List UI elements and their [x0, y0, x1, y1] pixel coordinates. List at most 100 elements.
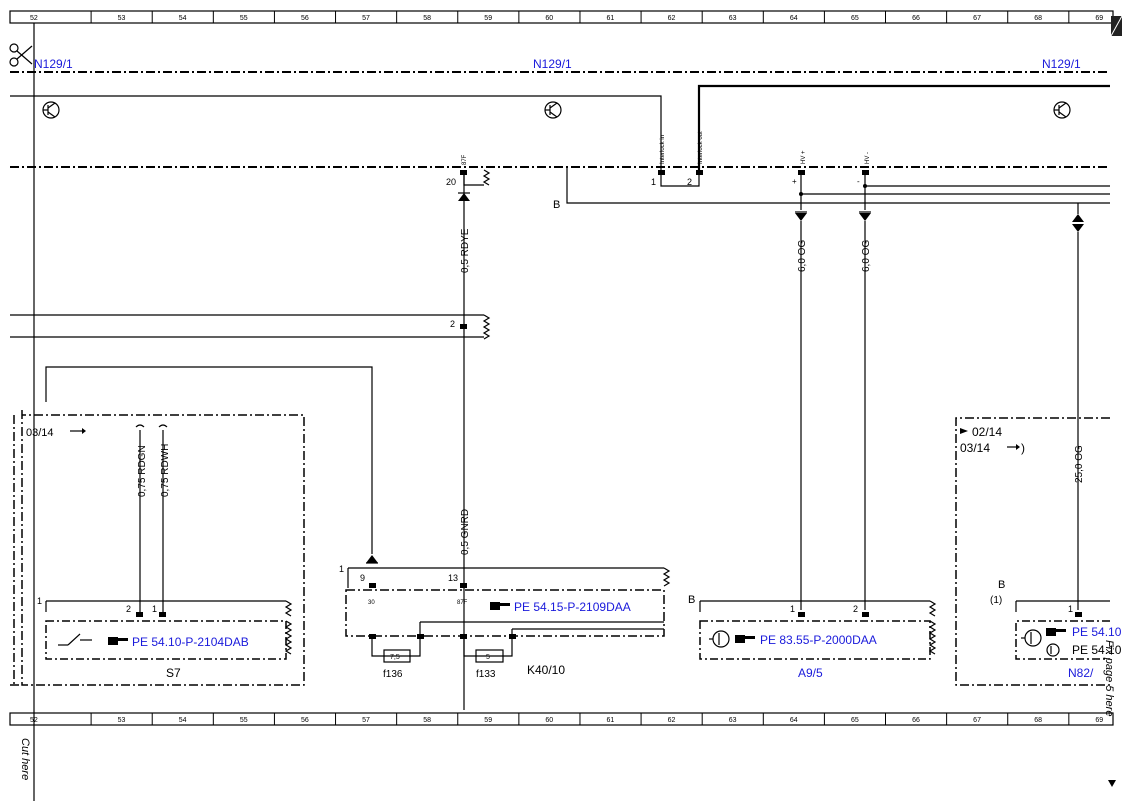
- a95-pin-1: 1: [790, 604, 795, 614]
- transistor-icon: [544, 101, 562, 119]
- resistor-symbol: [482, 169, 491, 186]
- ruler-label: 62: [668, 15, 676, 22]
- pin-2-label: 2: [687, 177, 692, 187]
- k4010-pin-1: 1: [339, 564, 344, 574]
- wire-label-gnrd: 0,5 GNRD: [460, 509, 471, 555]
- minus-mark: -: [857, 177, 860, 186]
- pointing-hand-icon: [108, 637, 128, 645]
- ruler-label: 54: [179, 717, 187, 724]
- pointing-hand-icon: [735, 635, 755, 643]
- n82-ref-b: 03/14: [960, 441, 990, 455]
- ruler-label: 64: [790, 717, 798, 724]
- ruler-label: 67: [973, 15, 981, 22]
- ruler-label: 60: [545, 717, 553, 724]
- fix-page-text: Fix page 5 here: [1103, 640, 1115, 716]
- n82-pin-1: 1: [1068, 604, 1073, 614]
- s7-pin-1b: 1: [152, 604, 157, 614]
- n82-b-label: B: [998, 579, 1005, 591]
- pointing-hand-icon: [490, 602, 510, 610]
- pin-2-mid-label: 2: [450, 319, 455, 329]
- connector-triangle-down: [795, 211, 807, 221]
- connector-pin-87f: 87F: [460, 154, 468, 175]
- n82-ref-b-suffix: ): [1021, 441, 1025, 455]
- wire-label-rdgn: 0,75 RDGN: [137, 445, 148, 497]
- module-label-left: N129/1: [34, 57, 73, 71]
- wire-label-rdye: 0,5 RDYE: [460, 228, 471, 273]
- ruler-label: 53: [118, 717, 126, 724]
- ruler-label: 61: [607, 15, 615, 22]
- a95-block: B 1 2 PE 83.55-P-2000DAA A9/5: [688, 594, 937, 680]
- s7-name: S7: [166, 666, 181, 680]
- ruler-label: 69: [1095, 717, 1103, 724]
- connector-pin-hv-plus: [798, 170, 805, 175]
- transistor-icon: [1053, 101, 1071, 119]
- interlock-in-label: Interlock in: [660, 135, 666, 164]
- ruler-label: 54: [179, 15, 187, 22]
- cut-here-text: Cut here: [19, 738, 31, 780]
- s7-doc-link[interactable]: PE 54.10-P-2104DAB: [132, 635, 249, 649]
- ruler-label: 65: [851, 15, 859, 22]
- scissors-icon: [9, 43, 33, 67]
- ruler-label: 68: [1034, 15, 1042, 22]
- s7-pin-2: 2: [126, 604, 131, 614]
- n82-block: 02/14 03/14 ) B (1) 1 PE 54.10 PE 54.10 …: [955, 417, 1122, 686]
- k4010-pin-30: 30: [368, 600, 375, 606]
- transistor-icon: [42, 101, 60, 119]
- ruler-label: 58: [423, 15, 431, 22]
- ruler-label: 66: [912, 717, 920, 724]
- wire-label-og-a: 6,0 OG: [797, 240, 808, 272]
- pin-20-label: 20: [446, 177, 456, 187]
- connector-triangle-down: [859, 211, 871, 221]
- wire-label-og-25: 25,0 OG: [1074, 445, 1085, 483]
- interlock-loop: [660, 175, 700, 187]
- ruler-label: 60: [545, 15, 553, 22]
- a95-doc-link[interactable]: PE 83.55-P-2000DAA: [760, 633, 877, 647]
- wire-label-og-b: 6,0 OG: [861, 240, 872, 272]
- page-corner-icon: [1110, 15, 1123, 37]
- n82-doc-link-a[interactable]: PE 54.10: [1072, 625, 1122, 639]
- n82-b-paren: (1): [990, 595, 1002, 606]
- motor-icon: [709, 630, 730, 648]
- hv-minus-label: HV -: [865, 152, 871, 164]
- transistor-icon: [1046, 643, 1060, 657]
- ruler-label: 69: [1095, 15, 1103, 22]
- ruler-label: 65: [851, 717, 859, 724]
- fuse-icon: 5: [475, 649, 504, 663]
- n82-name: N82/: [1068, 666, 1094, 680]
- fuse-b-value: 5: [486, 654, 490, 661]
- hv-plus-label: HV +: [801, 150, 807, 164]
- pin-1-label: 1: [651, 177, 656, 187]
- k4010-pin-87f: 87F: [457, 600, 468, 606]
- switch-icon: [58, 633, 92, 646]
- ruler-label: 67: [973, 717, 981, 724]
- plus-mark: +: [792, 177, 797, 186]
- connector-pin-interlock-in: [658, 170, 665, 175]
- fuse-icon: 7,5: [383, 649, 411, 663]
- ruler-label: 56: [301, 717, 309, 724]
- k4010-doc-link[interactable]: PE 54.15-P-2109DAA: [514, 600, 631, 614]
- ruler-label: 55: [240, 717, 248, 724]
- fuse-b-label: f133: [476, 669, 496, 680]
- interlock-in-wire: [10, 95, 662, 170]
- connector-diamond: [1072, 203, 1084, 232]
- pointing-hand-icon: [1046, 628, 1066, 636]
- fuse-a-label: f136: [383, 669, 403, 680]
- k4010-block: 1 9 13 30 87F PE 54.15-P-2109DAA 7,5: [339, 564, 671, 680]
- n82-doc-link-b[interactable]: PE 54.10: [1072, 643, 1122, 657]
- ruler-label: 63: [729, 717, 737, 724]
- ruler-label: 59: [484, 15, 492, 22]
- k4010-name: K40/10: [527, 663, 565, 677]
- module-label-right: N129/1: [1042, 57, 1081, 71]
- n82-ref-a: 02/14: [972, 425, 1002, 439]
- ruler-label: 63: [729, 15, 737, 22]
- motor-icon: [1021, 629, 1042, 647]
- k4010-pin-9: 9: [360, 573, 365, 583]
- connector-pin-interlock-out: [696, 170, 703, 175]
- ruler-label: 55: [240, 15, 248, 22]
- ruler-label: 64: [790, 15, 798, 22]
- ruler-label: 59: [484, 717, 492, 724]
- a95-pin-2: 2: [853, 604, 858, 614]
